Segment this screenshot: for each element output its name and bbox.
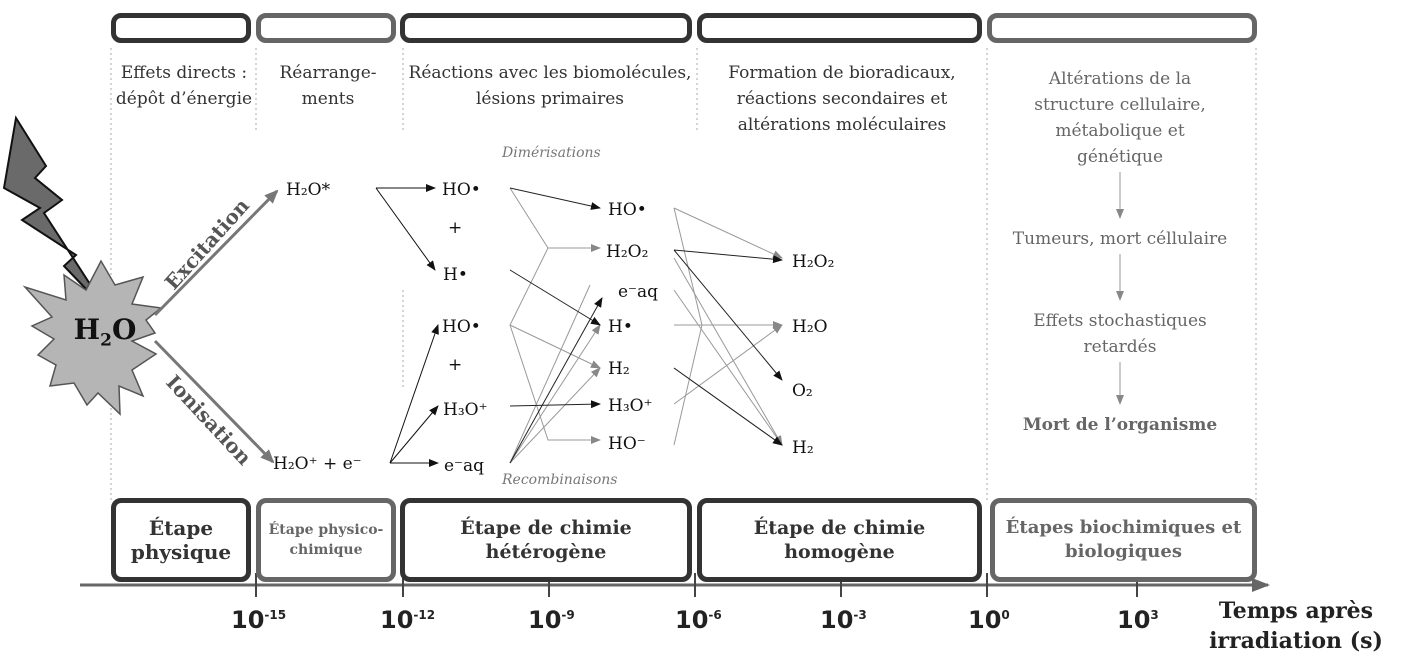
burst-star-icon <box>22 259 163 416</box>
tick-label-1e-6: 10-6 <box>675 606 722 634</box>
stage-box-chimie-homogene: Étape de chimie homogène <box>697 498 982 582</box>
phase-header-box-4 <box>697 13 982 43</box>
species-col2-ho-radical: HO• <box>608 200 647 220</box>
physico-chemical-arrows <box>375 184 439 467</box>
phase-description-3: Réactions avec les biomolécules, lésions… <box>408 63 692 109</box>
heterogeneous-network-black <box>509 187 603 464</box>
stage-box-chimie-heterogene: Étape de chimie hétérogène <box>400 498 692 582</box>
phase-description-1: Effets directs : dépôt d’énergie <box>115 63 253 109</box>
homogeneous-network-grey <box>673 207 783 446</box>
phase-header-box-3 <box>400 13 692 43</box>
excitation-arrow <box>153 189 279 317</box>
species-col2-hydroxide: HO⁻ <box>608 434 646 454</box>
tick-label-1e3: 103 <box>1117 606 1159 634</box>
species-col3-h2: H₂ <box>792 438 814 458</box>
species-col2-h2: H₂ <box>608 359 630 379</box>
tick-label-1e-15: 10-15 <box>231 606 287 634</box>
phase-description-2: Réarrange-ments <box>279 63 377 109</box>
species-col1-plus-2: + <box>448 355 463 375</box>
species-col1-hydronium: H₃O⁺ <box>443 400 488 420</box>
tick-label-1e-9: 10-9 <box>528 606 575 634</box>
axis-title: Temps après irradiation (s) <box>1209 598 1383 654</box>
species-col1-solvated-electron: e⁻aq <box>444 456 485 476</box>
species-col2-h-radical: H• <box>608 317 633 337</box>
biology-tumeurs: Tumeurs, mort céllulaire <box>1012 229 1228 249</box>
stage-box-biologiques: Étapes biochimiques et biologiques <box>990 498 1257 582</box>
heterogeneous-network-grey <box>509 187 601 464</box>
phase-header-box-2 <box>256 13 396 43</box>
species-col2-h2o2: H₂O₂ <box>606 242 649 262</box>
species-col1-ho-radical: HO• <box>442 180 481 200</box>
species-col1-plus-1: + <box>448 218 463 238</box>
phase-description-5: Altérations de la structure cellulaire, … <box>1034 69 1206 167</box>
phase-header-box-1 <box>111 13 251 43</box>
species-h2o-excited: H₂O* <box>286 180 331 200</box>
species-col2-hydronium: H₃O⁺ <box>608 396 653 416</box>
stage-box-physico-chimique: Étape physico-chimique <box>256 498 396 582</box>
biology-mort-organisme: Mort de l’organisme <box>1022 415 1218 435</box>
ionisation-arrow <box>153 339 275 464</box>
tick-label-1e0: 100 <box>968 606 1010 634</box>
central-molecule-h2o: H2O <box>73 313 137 351</box>
phase-header-box-5 <box>987 13 1257 43</box>
species-col3-h2o2: H₂O₂ <box>792 252 835 272</box>
biology-effets-stochastiques: Effets stochastiques retardés <box>1033 311 1207 357</box>
boundary-lines <box>110 48 1257 500</box>
species-col1-h-radical: H• <box>443 265 468 285</box>
species-col3-h2o: H₂O <box>792 317 828 337</box>
dimerisations-note: Dimérisations <box>502 145 601 161</box>
stage-box-physique: Étape physique <box>111 498 251 582</box>
species-h2o-ion-electron: H₂O⁺ + e⁻ <box>273 454 362 474</box>
recombinaisons-note: Recombinaisons <box>502 472 618 488</box>
species-col3-o2: O₂ <box>792 381 813 401</box>
tick-label-1e-3: 10-3 <box>820 606 867 634</box>
tick-label-1e-12: 10-12 <box>380 606 436 634</box>
species-col2-solvated-electron: e⁻aq <box>618 282 659 302</box>
homogeneous-network-black <box>673 249 783 446</box>
phase-description-4: Formation de bioradicaux, réactions seco… <box>728 63 956 135</box>
species-col1-ho-radical-b: HO• <box>442 317 481 337</box>
